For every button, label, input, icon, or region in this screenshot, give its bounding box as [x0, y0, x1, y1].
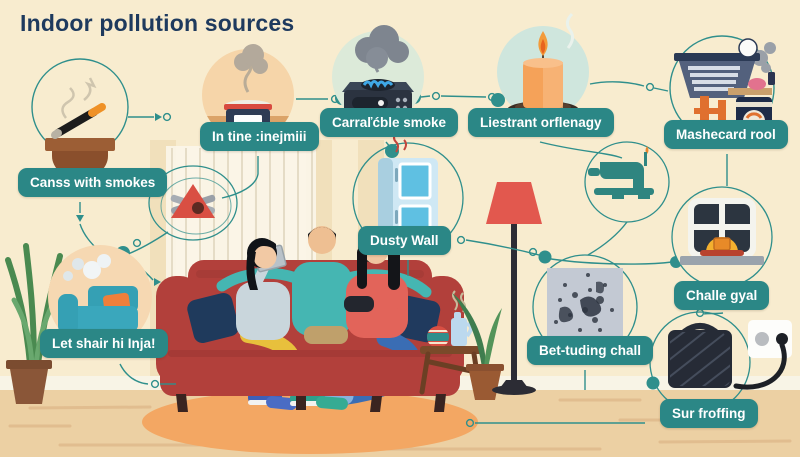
potted-plant-right [452, 293, 504, 400]
living-room-scene [156, 226, 464, 412]
label-air-purifier: Sur froffing [660, 399, 758, 428]
rug [142, 390, 478, 454]
label-cigarette-smoke: Canss with smokes [18, 168, 168, 197]
game-controller [344, 296, 374, 312]
label-mold: Bet-tuding chall [527, 336, 653, 365]
sneaker-blue-2 [266, 396, 297, 411]
couch-legs [176, 394, 446, 412]
striped-ball [427, 326, 449, 348]
floor-lamp [486, 182, 542, 395]
label-dusty-sofa: Let shair hi Inja! [40, 329, 168, 358]
dusty-sofa-icon [48, 245, 152, 349]
air-purifier-plug-icon [649, 311, 792, 413]
label-candle: Liestrant orflenagy [468, 108, 614, 137]
sewing-machine-icon [584, 141, 670, 223]
page-title: Indoor pollution sources [20, 10, 295, 36]
water-jug [451, 312, 473, 346]
sneaker-teal-2 [316, 396, 348, 410]
vent-cleaning-tools-icon [669, 35, 776, 141]
potted-plant-left [5, 243, 63, 404]
label-incense-burner: In tine :inejmiii [200, 122, 319, 151]
couch-seat [160, 350, 460, 396]
window-hard-hat-icon [671, 186, 773, 288]
pillow-left [187, 292, 239, 344]
label-stove-smoke: Carraľćble smoke [320, 108, 459, 137]
label-dusty-wall: Dusty Wall [358, 226, 451, 255]
fire-hazard-icon [148, 165, 238, 241]
cigarette-ashtray-icon [31, 58, 129, 179]
label-window: Challe gyal [674, 281, 770, 310]
label-vent-tools: Mashecard rool [664, 120, 788, 149]
